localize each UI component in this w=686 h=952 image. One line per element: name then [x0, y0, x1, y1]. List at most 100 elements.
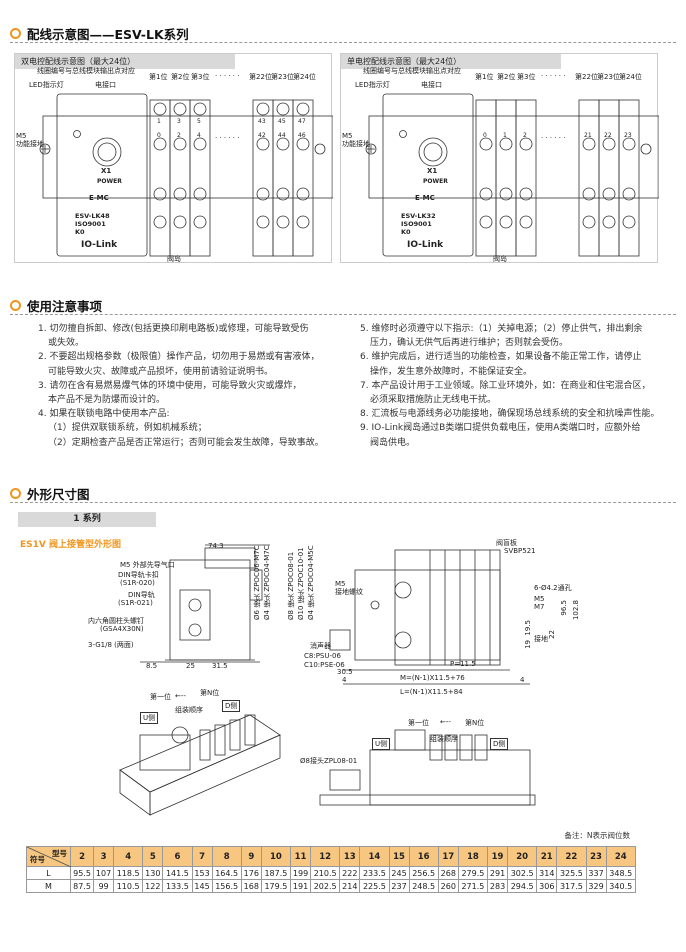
din-rail-model: (S1R-021): [118, 599, 153, 607]
single-pos-2: 第2位: [497, 73, 516, 81]
double-pos-23: 第23位: [271, 73, 294, 81]
single-pos-23: 第23位: [597, 73, 620, 81]
table-header: 24: [605, 846, 637, 867]
single-pos-24: 第24位: [619, 73, 642, 81]
note-line: （2）定期检查产品是否正常运行；否则可能会发生故障，导致事故。: [48, 437, 324, 448]
top-view: [329, 549, 530, 685]
table-cell: 317.5: [556, 879, 587, 893]
m5-port-label: M5 外部先导气口: [120, 561, 175, 569]
single-wiring-panel: 单电控配线示意图（最大24位） 线圈编号与总线模块输出点对应 LED指示灯 电接…: [340, 53, 659, 263]
notes-title-text: 使用注意事项: [27, 299, 103, 314]
double-top-num-22: 43: [258, 118, 266, 125]
wiring-section-title: 配线示意图——ESV-LK系列: [10, 24, 189, 43]
valve-group-left: [475, 99, 537, 257]
note-line: 5. 维修时必须遵守以下指示:（1）关掉电源；（2）停止供气，排出剩余: [360, 324, 643, 334]
table-header: 13: [339, 846, 361, 867]
single-pos-1: 第1位: [475, 73, 494, 81]
ground-screw-icon: [365, 143, 377, 155]
note-line: （1）提供双联锁系统，例如机械系统；: [48, 423, 207, 434]
single-dots-top: · · · · · ·: [541, 72, 566, 80]
note-line: 9. IO-Link阀岛通过B类端口提供负载电压，使用A类端口时，应额外给: [360, 423, 641, 434]
table-cell: 256.5: [408, 866, 439, 880]
section-bullet-icon: [10, 28, 21, 39]
single-num-24: 23: [624, 132, 632, 139]
table-cell: 314: [536, 866, 558, 880]
valve-group-left: [149, 99, 211, 257]
single-model-label: ESV-LK32: [401, 212, 436, 220]
connector-icon: [418, 137, 448, 167]
bus-module: [56, 93, 148, 257]
table-header: 19: [487, 846, 509, 867]
row-label: L: [26, 866, 71, 880]
dim-section-title: 外形尺寸图: [10, 484, 90, 503]
dim-96-5: 96.5: [560, 600, 568, 616]
iso-order-label: 组装顺序: [175, 706, 203, 714]
table-header: 17: [437, 846, 459, 867]
section-divider: [10, 502, 676, 503]
dim-8-5: 8.5: [146, 662, 158, 670]
table-cell: 337: [585, 866, 607, 880]
screw-label: 内六角圆柱头螺钉: [88, 617, 144, 625]
table-cell: 340.5: [605, 879, 637, 893]
notes-left-column: 1. 切勿擅自拆卸、修改(包括更换印刷电路板)或修理，可能导致受伤 或失效。 2…: [38, 322, 338, 450]
note-line: 操作，发生意外故障时，不能保证安全。: [370, 366, 533, 377]
notes-section-title: 使用注意事项: [10, 296, 102, 315]
ground-thread-label: M5 接地螺纹: [335, 580, 363, 596]
base-rail: [42, 115, 333, 199]
table-header: 18: [457, 846, 489, 867]
table-cell: 248.5: [408, 879, 439, 893]
side-d-label: D侧: [490, 738, 509, 750]
dim-74-3: 74.3: [208, 542, 224, 550]
section-bullet-icon: [10, 488, 21, 499]
section-bullet-icon: [10, 300, 21, 311]
dimension-drawings: [119, 544, 536, 816]
single-num-1: 0: [483, 132, 487, 139]
pitch-label: P=11.5: [450, 660, 476, 668]
single-num-3: 2: [523, 132, 527, 139]
note-line: 可能导致火灾、故障或产品损坏，使用前请验证说明书。: [48, 366, 274, 377]
port-label: 3-G1/8 (两面): [88, 641, 134, 649]
dim-25: 25: [186, 662, 195, 670]
table-row: L 95.5 107 118.5 130 141.5 153 164.5 176…: [26, 866, 637, 880]
double-bot-num-2: 2: [177, 132, 181, 139]
table-cell: 179.5: [260, 879, 292, 893]
double-top-num-2: 3: [177, 118, 181, 125]
note-line: 6. 维护完成后，进行适当的功能检查，如果设备不能正常工作，请停止: [360, 352, 642, 363]
double-connector-label: 电接口: [95, 81, 116, 89]
side-first-label: 第一位: [408, 719, 429, 727]
notes-right-column: 5. 维修时必须遵守以下指示:（1）关掉电源；（2）停止供气，排出剩余 压力，确…: [360, 322, 680, 450]
table-row: M 87.5 99 110.5 122 133.5 145 156.5 168 …: [26, 879, 637, 893]
single-brand-label: E-MC: [415, 194, 435, 202]
table-cell: 245: [388, 866, 410, 880]
table-cell: 153: [191, 866, 213, 880]
table-cell: 268: [437, 866, 459, 880]
table-cell: 191: [290, 879, 312, 893]
table-cell: 202.5: [310, 879, 341, 893]
double-pos-3: 第3位: [191, 73, 210, 81]
din-clip-model: (S1R-020): [120, 579, 155, 587]
table-cell: 187.5: [260, 866, 292, 880]
table-header: 22: [556, 846, 587, 867]
single-connector-label: 电接口: [421, 81, 442, 89]
note-line: 压力，确认无供气后再进行维护；否则就会受伤。: [370, 338, 569, 349]
fitting-label-3: Ø8 接头 ZPOC08-01: [287, 551, 295, 620]
dim-4-a: 4: [342, 676, 347, 684]
dim-30-5: 30.5: [337, 668, 353, 676]
side-view: [140, 544, 270, 663]
dimension-table: 型号 符号 2 3 4 5 6 7 8 9 10 11 12 13 14 15 …: [26, 846, 637, 893]
m5-label: M5: [534, 595, 545, 603]
table-cell: 168: [240, 879, 262, 893]
wiring-title-text: 配线示意图——ESV-LK系列: [27, 27, 189, 42]
table-cell: 225.5: [359, 879, 390, 893]
double-dots: · · · · · ·: [215, 134, 240, 142]
elevation-view: [319, 729, 536, 806]
table-cell: 260: [437, 879, 459, 893]
table-corner: 型号 符号: [26, 846, 71, 867]
table-header: 12: [310, 846, 341, 867]
double-top-num-3: 5: [197, 118, 201, 125]
single-panel-tag: 单电控配线示意图（最大24位）: [341, 54, 561, 69]
double-k-label: K0: [75, 228, 85, 236]
table-cell: 329: [585, 879, 607, 893]
double-pos-22: 第22位: [249, 73, 272, 81]
single-iolink-label: IO-Link: [407, 240, 444, 250]
